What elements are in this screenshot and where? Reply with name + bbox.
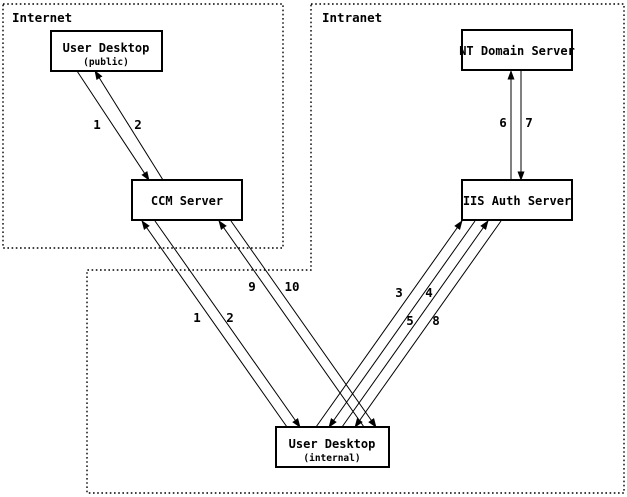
edge-label-5: 5: [406, 313, 414, 328]
edge-8-iis-to-internal-desktop: [354, 220, 502, 428]
user-desktop-public-box: [50, 30, 163, 72]
edge-label-10: 10: [284, 279, 299, 294]
nt-domain-server-title: NT Domain Server: [459, 44, 575, 58]
edge-label-2-internal: 2: [226, 310, 234, 325]
node-nt-domain-server: NT Domain Server: [459, 29, 575, 71]
edge-label-6: 6: [499, 115, 507, 130]
internet-region-border: [2, 3, 284, 249]
edge-label-3: 3: [395, 285, 403, 300]
intranet-region-border: [86, 3, 625, 494]
node-user-desktop-public: User Desktop (public): [50, 30, 163, 72]
edge-labels: 1 2 1 2 9 10 3 4 5 8 6 7: [93, 115, 533, 328]
iis-auth-server-box: [461, 179, 573, 221]
edge-label-9: 9: [248, 279, 256, 294]
edge-label-7: 7: [525, 115, 533, 130]
edge-10-ccm-to-internal-desktop: [230, 220, 377, 428]
edge-3-internal-desktop-to-iis: [315, 220, 463, 428]
user-desktop-public-subtitle: (public): [83, 57, 129, 68]
edge-label-1-internal: 1: [193, 310, 201, 325]
internet-region-label: Internet: [12, 10, 72, 25]
edge-2-ccm-to-public-desktop: [94, 70, 164, 181]
iis-auth-server-title: IIS Auth Server: [463, 194, 571, 208]
edge-9-internal-desktop-to-ccm: [218, 220, 365, 428]
edge-label-1-public: 1: [93, 117, 101, 132]
nt-domain-server-box: [461, 29, 573, 71]
edges: [76, 70, 525, 428]
node-iis-auth-server: IIS Auth Server: [461, 179, 573, 221]
node-ccm-server: CCM Server: [131, 179, 243, 221]
user-desktop-internal-subtitle: (internal): [303, 453, 360, 464]
user-desktop-public-title: User Desktop: [63, 41, 150, 55]
edge-2-ccm-to-internal-desktop: [154, 220, 301, 428]
edge-5-internal-desktop-to-iis: [341, 220, 489, 428]
ccm-server-box: [131, 179, 243, 221]
edge-4-iis-to-internal-desktop: [328, 220, 476, 428]
edge-1-internal-desktop-to-ccm: [141, 220, 288, 428]
edge-label-2-public: 2: [134, 117, 142, 132]
edge-label-8: 8: [432, 313, 440, 328]
intranet-region-label: Intranet: [322, 10, 382, 25]
edge-label-4: 4: [425, 285, 433, 300]
node-user-desktop-internal: User Desktop (internal): [275, 426, 390, 468]
user-desktop-internal-title: User Desktop: [289, 437, 376, 451]
ccm-server-title: CCM Server: [151, 194, 223, 208]
user-desktop-internal-box: [275, 426, 390, 468]
edge-1-public-desktop-to-ccm: [76, 70, 150, 181]
